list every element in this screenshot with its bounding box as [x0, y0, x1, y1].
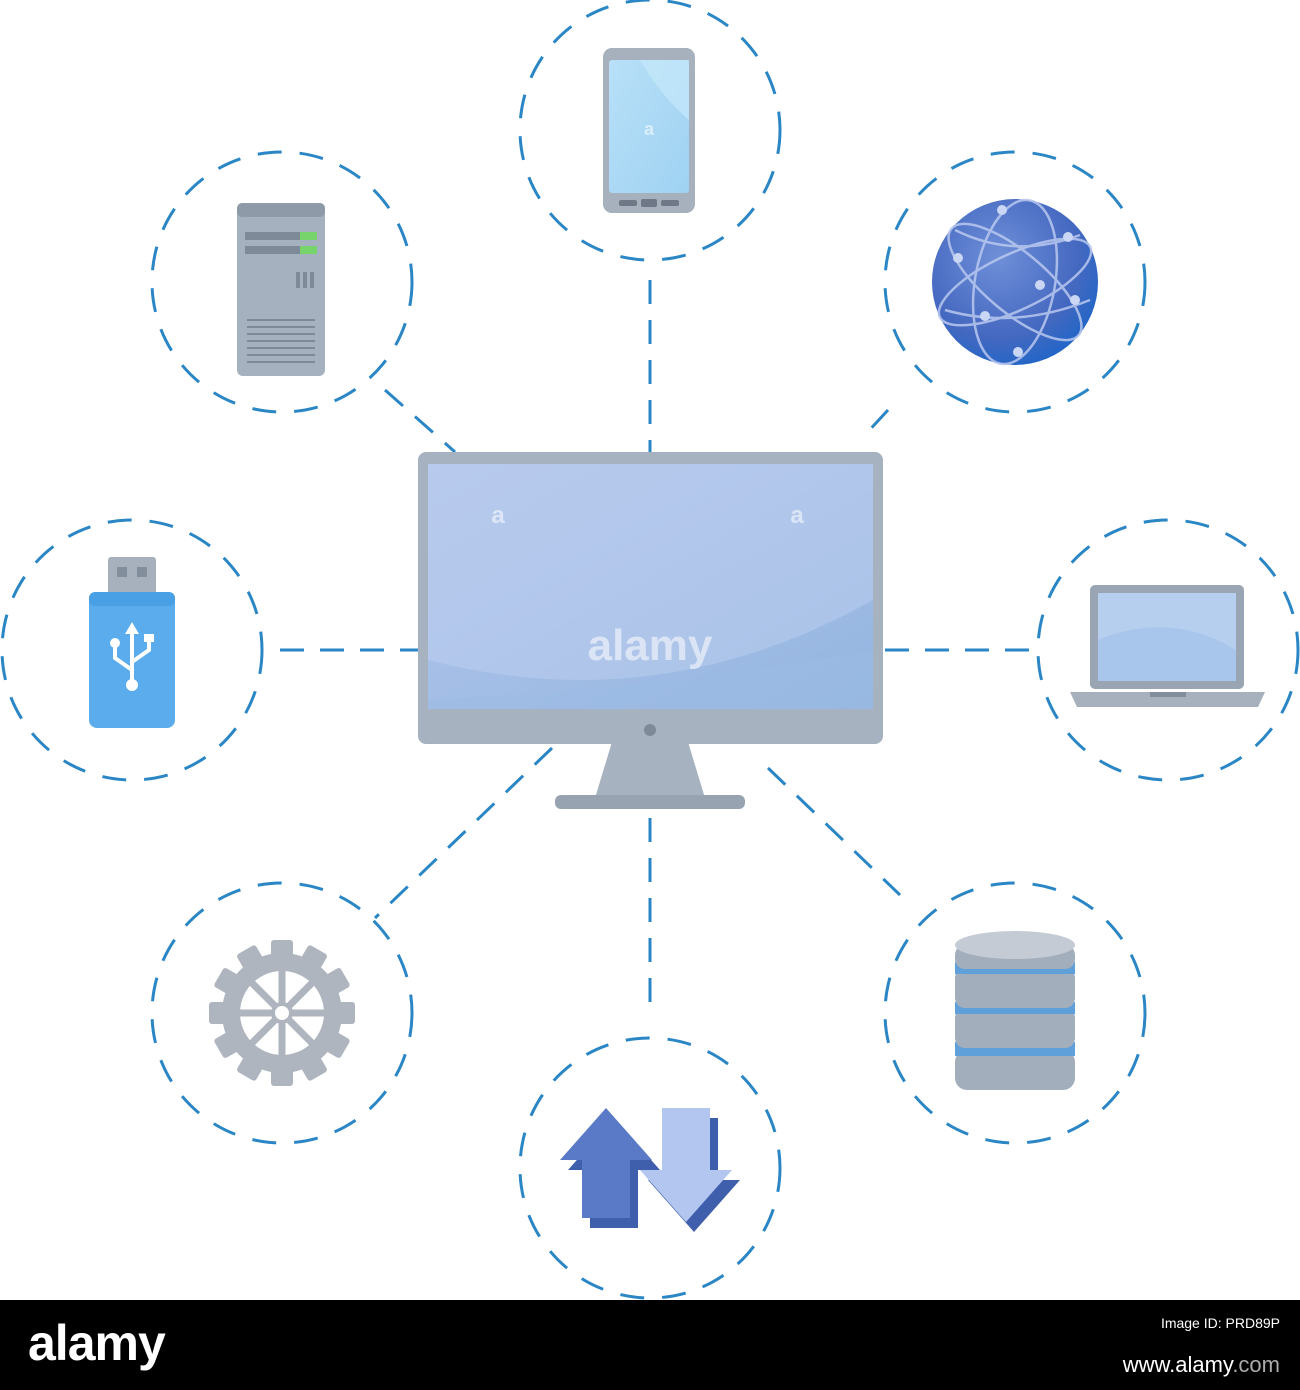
usb-drive-icon [89, 557, 175, 728]
watermark-mark-left: a [491, 502, 505, 529]
smartphone-ring [518, 0, 782, 262]
link-gear [373, 746, 554, 920]
gear-ring [150, 881, 414, 1145]
sync-ring [518, 1036, 782, 1300]
image-id: Image ID: PRD89P [1160, 1315, 1280, 1331]
connection-lines [280, 280, 1030, 1010]
sync-arrows-icon [560, 1108, 740, 1232]
desktop-monitor-icon [418, 452, 883, 809]
database-icon [955, 931, 1075, 1090]
smartphone-icon [603, 48, 695, 213]
link-globe [863, 408, 890, 437]
site-link[interactable]: www.alamy.com [1123, 1352, 1280, 1378]
globe-ring [883, 150, 1147, 414]
site-suffix: .com [1232, 1352, 1280, 1377]
server-ring [150, 150, 414, 414]
stock-bar: alamy Image ID: PRD89P www.alamy.com [0, 1300, 1300, 1390]
stock-logo: alamy [28, 1315, 166, 1371]
site-brand: alamy [1175, 1352, 1233, 1377]
server-tower-icon [237, 203, 325, 376]
link-database [766, 766, 902, 897]
laptop-ring [1036, 518, 1300, 782]
network-diagram: alamy a a a [0, 0, 1300, 1300]
database-ring [883, 881, 1147, 1145]
globe-network-icon [932, 198, 1098, 366]
site-prefix: www. [1122, 1352, 1176, 1377]
watermark-text: alamy [588, 621, 713, 670]
laptop-icon [1070, 585, 1265, 707]
node-circles [0, 0, 1300, 1300]
watermark-mark-right: a [790, 502, 804, 529]
watermark-mark-phone: a [644, 119, 655, 139]
link-server [384, 388, 456, 454]
watermark: alamy a a a [491, 119, 804, 670]
gear-icon [209, 940, 355, 1086]
usb-ring [0, 518, 264, 782]
